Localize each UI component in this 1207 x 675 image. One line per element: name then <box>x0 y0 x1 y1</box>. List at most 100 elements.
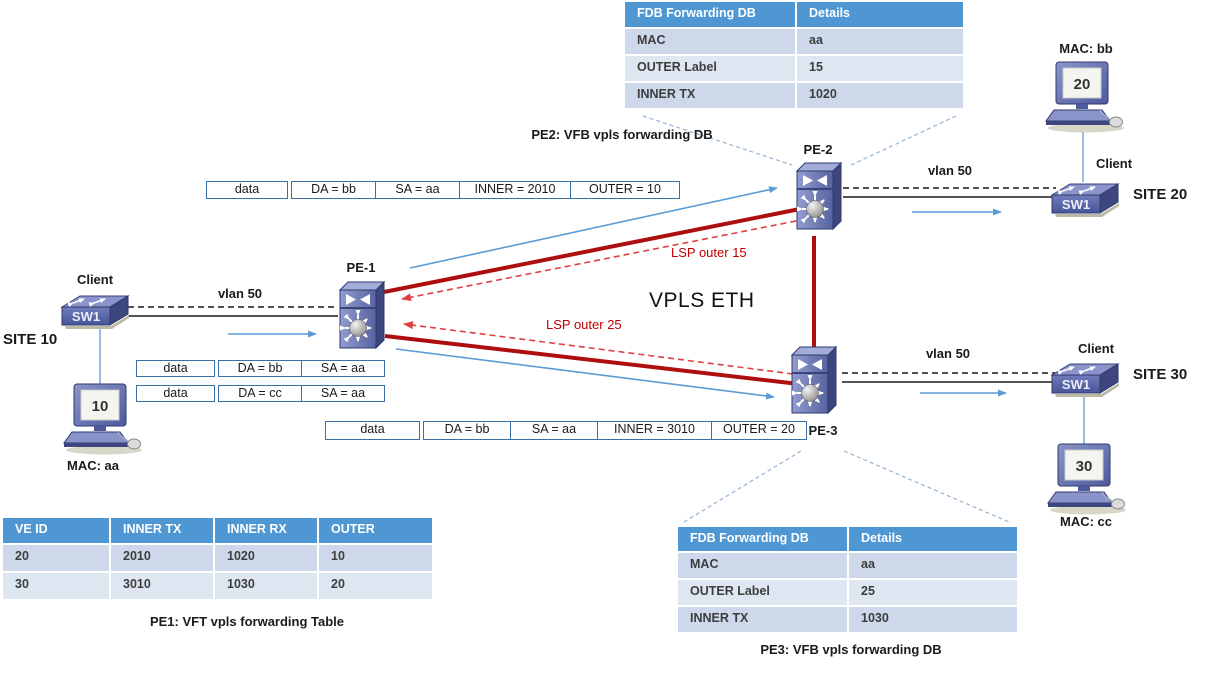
packet-pe1-to-pe3: data DA = bb SA = aa INNER = 3010 OUTER … <box>325 421 807 440</box>
cell: 2010 <box>111 545 213 571</box>
site20-vlan-label: vlan 50 <box>927 163 973 178</box>
pe1-vft-header: VE ID <box>3 518 109 543</box>
pe3-fdb-header: FDB Forwarding DB <box>678 527 847 551</box>
site20-mac-label: MAC: bb <box>1059 41 1113 56</box>
packet-field: DA = cc <box>218 385 302 402</box>
packet-field: data <box>206 181 288 199</box>
packet-field: OUTER = 20 <box>711 421 807 440</box>
site10-vlan-label: vlan 50 <box>217 286 263 301</box>
cell: MAC <box>678 553 847 578</box>
cell: aa <box>849 553 1017 578</box>
pe2-fdb-header: FDB Forwarding DB <box>625 2 795 27</box>
cell: aa <box>797 29 963 54</box>
site30-mac-label: MAC: cc <box>1059 514 1112 529</box>
lsp-outer-25-arrow <box>403 321 794 375</box>
site20-host-icon: 20 <box>1045 61 1124 133</box>
site10-client-label: Client <box>76 272 114 287</box>
site10-host-number: 10 <box>92 398 109 415</box>
site10-name-label: SITE 10 <box>3 331 58 348</box>
pe3-table-caption: PE3: VFB vpls forwarding DB <box>760 642 942 657</box>
pe3-router-icon <box>790 345 838 415</box>
site20-host-number: 20 <box>1074 76 1091 93</box>
pe3-fdb-table: FDB Forwarding DB Details MAC aa OUTER L… <box>678 527 1017 632</box>
pe2-table-callout-right <box>848 115 957 167</box>
cell: 30 <box>3 573 109 599</box>
packet-field: DA = bb <box>291 181 376 199</box>
table-row: 30 3010 1030 20 <box>3 573 432 599</box>
pe1-table-caption: PE1: VFT vpls forwarding Table <box>149 614 345 629</box>
pe1-label: PE-1 <box>346 260 376 275</box>
pe3-table-callout-left <box>683 450 802 523</box>
site20-switch-icon: SW1 <box>1050 183 1120 217</box>
pe3-label: PE-3 <box>808 423 838 438</box>
packet-field: SA = aa <box>510 421 598 440</box>
site20-name-label: SITE 20 <box>1133 186 1188 203</box>
pe2-router-icon <box>795 161 843 231</box>
cell: 10 <box>319 545 432 571</box>
packet-field: INNER = 2010 <box>459 181 571 199</box>
pe2-fdb-header-row: FDB Forwarding DB Details <box>625 2 963 27</box>
cell: OUTER Label <box>625 56 795 81</box>
pe2-label: PE-2 <box>803 142 833 157</box>
packet-field: SA = aa <box>301 360 385 377</box>
table-row: 20 2010 1020 10 <box>3 545 432 571</box>
packet-client-a: data DA = bb SA = aa <box>136 360 385 377</box>
site10-switch-icon: SW1 <box>60 295 130 329</box>
cell: 1020 <box>797 83 963 108</box>
packet-field: OUTER = 10 <box>570 181 680 199</box>
cell: 3010 <box>111 573 213 599</box>
site30-client-label: Client <box>1077 341 1115 356</box>
site30-switch-icon: SW1 <box>1050 363 1120 397</box>
packet-field: SA = aa <box>301 385 385 402</box>
site30-host-number: 30 <box>1076 458 1093 475</box>
site30-host-icon: 30 <box>1047 443 1126 515</box>
cell: INNER TX <box>625 83 795 108</box>
cell: OUTER Label <box>678 580 847 605</box>
pe1-vft-header: OUTER <box>319 518 432 543</box>
packet-field: INNER = 3010 <box>597 421 712 440</box>
pe1-vft-table: VE ID INNER TX INNER RX OUTER 20 2010 10… <box>3 518 432 599</box>
site10-host-icon: 10 <box>63 383 142 455</box>
pe3-fdb-header-row: FDB Forwarding DB Details <box>678 527 1017 551</box>
lsp-outer-25-label: LSP outer 25 <box>546 317 622 332</box>
site30-vlan-label: vlan 50 <box>925 346 971 361</box>
cell: 20 <box>319 573 432 599</box>
cell: 1030 <box>215 573 317 599</box>
cell: INNER TX <box>678 607 847 632</box>
cell: MAC <box>625 29 795 54</box>
packet-field: data <box>136 385 215 402</box>
cell: 1030 <box>849 607 1017 632</box>
table-row: INNER TX 1020 <box>625 83 963 108</box>
cell: 25 <box>849 580 1017 605</box>
packet-client-b: data DA = cc SA = aa <box>136 385 385 402</box>
site20-client-label: Client <box>1095 156 1133 171</box>
packet-field: SA = aa <box>375 181 460 199</box>
lsp-outer-15-arrow <box>401 218 807 302</box>
pe3-fdb-header: Details <box>849 527 1017 551</box>
site10-switch-label: SW1 <box>72 309 100 324</box>
site10-mac-label: MAC: aa <box>66 458 119 473</box>
lsp-outer-15-label: LSP outer 15 <box>671 245 747 260</box>
table-row: OUTER Label 25 <box>678 580 1017 605</box>
cell: 1020 <box>215 545 317 571</box>
pe1-pe3-pseudowire <box>384 334 800 386</box>
pe1-to-pe3-flow-arrow <box>395 348 775 400</box>
pe1-pe2-pseudowire <box>383 207 801 294</box>
table-row: OUTER Label 15 <box>625 56 963 81</box>
cell: 20 <box>3 545 109 571</box>
site30-switch-label: SW1 <box>1062 377 1090 392</box>
table-row: INNER TX 1030 <box>678 607 1017 632</box>
cell: 15 <box>797 56 963 81</box>
pe2-table-callout-left <box>642 115 793 166</box>
pe1-to-pe2-flow-arrow <box>409 186 778 269</box>
pe1-vft-header: INNER RX <box>215 518 317 543</box>
pe2-table-caption: PE2: VFB vpls forwarding DB <box>531 127 713 142</box>
pe1-router-icon <box>338 280 386 350</box>
pe2-fdb-table: FDB Forwarding DB Details MAC aa OUTER L… <box>625 2 963 108</box>
table-row: MAC aa <box>625 29 963 54</box>
site20-switch-label: SW1 <box>1062 197 1090 212</box>
packet-field: data <box>136 360 215 377</box>
vpls-cloud-title: VPLS ETH <box>649 289 755 312</box>
